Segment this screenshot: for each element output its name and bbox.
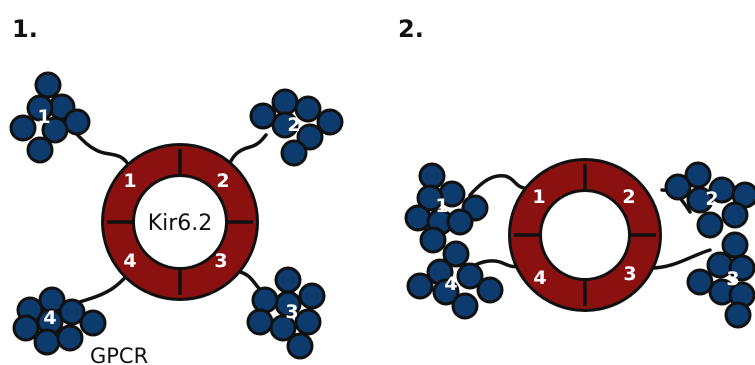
panel-1-subunit-4: 4 (123, 250, 136, 272)
panel-1-kir-channel (101, 143, 259, 301)
panel-1-cluster-label-2: 2 (287, 114, 300, 136)
panel-2-number: 2. (398, 15, 424, 43)
panel-1-number: 1. (12, 15, 38, 43)
panel-1-gpcr-cluster-4: 4 (12, 286, 107, 356)
panel-2-subunit-2: 2 (622, 186, 635, 208)
panel-1: 1. 1 2 3 4 Kir6.2 1 (9, 15, 344, 365)
panel-2-cluster-label-4: 4 (444, 273, 457, 295)
panel-2-gpcr-cluster-3: 3 (686, 231, 755, 329)
panel-2-linker-3 (648, 248, 712, 270)
panel-2-linker-1 (468, 173, 526, 197)
panel-2-gpcr-cluster-2: 2 (664, 161, 755, 239)
panel-2-subunit-3: 3 (623, 263, 636, 285)
panel-1-cluster-label-4: 4 (43, 307, 56, 329)
panel-1-subunit-3: 3 (214, 250, 227, 272)
panel-1-channel-label: Kir6.2 (148, 211, 213, 236)
panel-2-subunit-4: 4 (533, 267, 546, 289)
panel-2-gpcr-cluster-1: 1 (404, 162, 489, 254)
panel-1-subunit-1: 1 (123, 170, 136, 192)
panel-2-cluster-label-3: 3 (726, 268, 739, 290)
panel-1-subunit-2: 2 (216, 170, 229, 192)
panel-2-subunit-1: 1 (532, 186, 545, 208)
panel-1-linker-2 (226, 133, 268, 170)
panel-1-gpcr-cluster-2: 2 (249, 88, 344, 167)
panel-2-cluster-label-1: 1 (435, 195, 448, 217)
panel-1-cluster-label-3: 3 (285, 301, 298, 323)
panel-2-kir-channel (508, 158, 662, 312)
panel-1-gpcr-label: GPCR (90, 344, 148, 365)
panel-1-cluster-label-1: 1 (37, 106, 50, 128)
panel-2-cluster-label-2: 2 (705, 188, 718, 210)
panel-2-gpcr-cluster-4: 4 (406, 240, 504, 320)
panel-1-gpcr-cluster-3: 3 (246, 266, 326, 360)
panel-1-gpcr-cluster-1: 1 (9, 71, 91, 164)
panel-2: 2. 1 2 3 4 1 (398, 15, 755, 329)
